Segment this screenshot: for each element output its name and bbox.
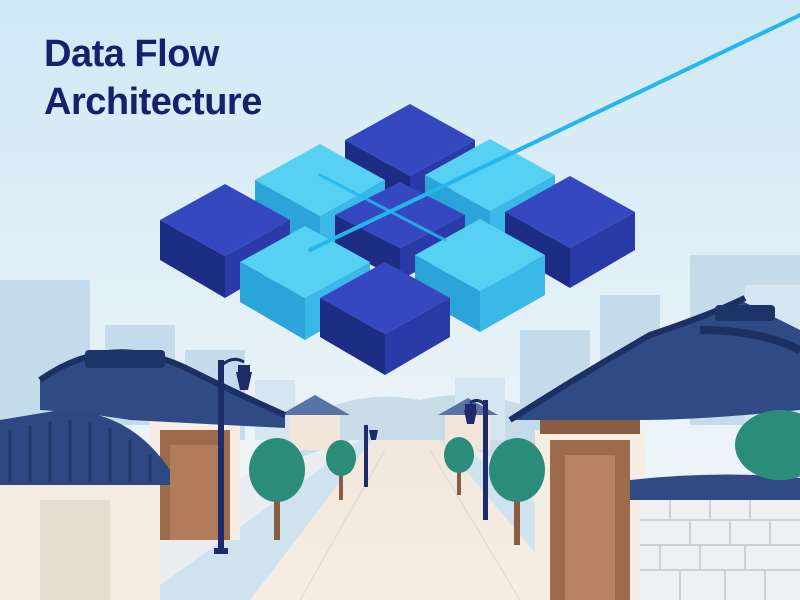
block-bottom: [320, 262, 450, 375]
data-beam-over-grid: [308, 128, 562, 252]
page-title: Data Flow Architecture: [44, 30, 262, 126]
road-lines: [299, 449, 521, 600]
hanok-house-left-front: [0, 410, 170, 600]
hanok-house-left-back: [38, 349, 287, 540]
tree-right-small: [444, 437, 474, 495]
data-beam-cross: [318, 173, 447, 242]
tree-left-small: [326, 440, 356, 500]
block-lower-right: [415, 219, 545, 332]
isometric-block-grid: [160, 104, 635, 375]
left-sidewalk: [140, 440, 372, 600]
tree-left: [249, 438, 305, 540]
tree-right: [489, 438, 545, 545]
title-line-2: Architecture: [44, 81, 262, 123]
street-lamp-right: [464, 398, 488, 520]
street-lamp-left: [214, 357, 252, 554]
title-line-1: Data Flow: [44, 33, 219, 75]
hanok-house-right: [508, 295, 800, 600]
block-right: [505, 176, 635, 288]
road: [250, 440, 575, 600]
tree-far-right: [735, 410, 800, 480]
street-lamp-far: [364, 425, 378, 487]
stone-wall: [630, 474, 800, 600]
